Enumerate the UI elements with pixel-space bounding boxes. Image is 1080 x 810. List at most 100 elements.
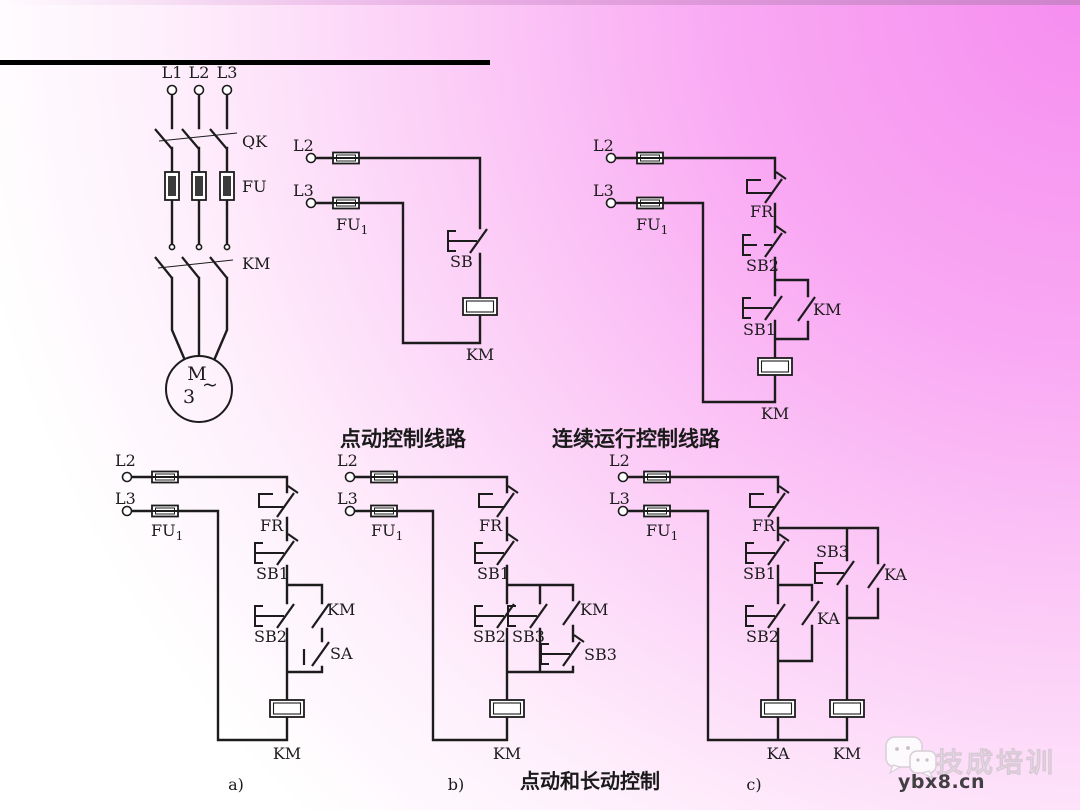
label-qk: QK	[242, 132, 268, 151]
wechat-icon	[885, 736, 937, 780]
label-sub-c: c)	[746, 775, 761, 794]
ka-relay-contact	[866, 562, 887, 590]
fuse-symbol	[370, 504, 398, 518]
watermark: 技成培训 ybx8.cn	[885, 736, 1053, 793]
label-sb1: SB1	[743, 564, 776, 583]
label-fu1: FU1	[646, 521, 678, 543]
label-l3: L3	[593, 181, 614, 200]
label-km-aux: KM	[580, 600, 608, 619]
km-contact-pivot	[168, 243, 176, 251]
qk-link-bar	[158, 132, 238, 142]
label-l2: L2	[189, 63, 210, 82]
motor-letter: M	[187, 363, 206, 385]
label-fu1: FU1	[636, 215, 668, 237]
label-sub-a: a)	[228, 775, 244, 794]
label-sb3-nc: SB3	[584, 645, 617, 664]
label-km-coil: KM	[466, 345, 494, 364]
label-l3: L3	[115, 489, 136, 508]
label-sb2: SB2	[473, 627, 506, 646]
fuse-symbol	[636, 151, 664, 165]
motor-symbol	[165, 355, 233, 423]
fuse-symbol	[219, 171, 235, 201]
km-contact-pivot	[223, 243, 231, 251]
top-edge-strip	[0, 0, 1080, 5]
terminal-l3	[221, 84, 233, 96]
label-sb2: SB2	[746, 627, 779, 646]
label-l2: L2	[115, 451, 136, 470]
fr-heater-element	[258, 493, 285, 508]
fr-heater-element	[749, 493, 776, 508]
label-l3: L3	[293, 181, 314, 200]
label-sb1: SB1	[477, 564, 510, 583]
label-sb1: SB1	[256, 564, 289, 583]
label-km-coil: KM	[273, 744, 301, 763]
fuse-symbol	[151, 470, 179, 484]
fr-heater-element	[746, 179, 773, 194]
terminal-l2	[344, 471, 356, 483]
km-coil	[757, 357, 793, 376]
circuit-b: L2 L3 FU1 FR SB1 SB2 SB3 KM SB3 KM b) 点动…	[337, 451, 660, 794]
label-sa: SA	[330, 644, 353, 663]
label-l2: L2	[337, 451, 358, 470]
label-km: KM	[242, 254, 270, 273]
label-km-coil: KM	[761, 404, 789, 423]
label-l2: L2	[609, 451, 630, 470]
label-l3: L3	[217, 63, 238, 82]
watermark-url: ybx8.cn	[898, 771, 985, 793]
label-fr: FR	[260, 516, 284, 535]
label-fr: FR	[750, 202, 774, 221]
label-sb2: SB2	[746, 256, 779, 275]
label-sb3: SB3	[816, 542, 849, 561]
km-link-bar	[157, 259, 234, 269]
sa-selector-contact	[310, 640, 331, 668]
label-l2: L2	[593, 136, 614, 155]
label-fu1: FU1	[151, 521, 183, 543]
label-km-aux: KM	[813, 300, 841, 319]
fr-heater-element	[478, 493, 505, 508]
label-l3: L3	[337, 489, 358, 508]
motor-tilde: ~	[202, 374, 218, 396]
label-sub-b: b)	[448, 775, 464, 794]
label-fu1: FU1	[336, 215, 368, 237]
km-coil	[462, 297, 498, 316]
km-contact-pivot	[195, 243, 203, 251]
terminal-l2	[121, 471, 133, 483]
jog-control-circuit: L2 L3 FU1 SB KM 点动控制线路	[293, 136, 498, 451]
fuse-symbol	[191, 171, 207, 201]
label-fu: FU	[242, 177, 267, 196]
km-coil	[269, 699, 305, 718]
circuit-a: L2 L3 FU1 FR SB1 SB2 KM SA KM a)	[115, 451, 355, 794]
continuous-run-circuit: L2 L3 FU1 FR SB2 SB1 KM KM 连续运行控制线路	[552, 136, 841, 451]
label-km-coil: KM	[833, 744, 861, 763]
label-sb: SB	[450, 252, 473, 271]
qk-blades	[154, 128, 228, 150]
wiring	[625, 475, 880, 742]
motor-phase-count: 3	[183, 386, 195, 408]
fuse-symbol	[636, 196, 664, 210]
caption-jog: 点动控制线路	[340, 427, 467, 451]
label-l2: L2	[293, 136, 314, 155]
caption-jog-and-hold: 点动和长动控制	[520, 769, 660, 793]
label-fr: FR	[752, 516, 776, 535]
fuse-symbol	[370, 470, 398, 484]
label-ka-coil: KA	[767, 744, 790, 763]
fuse-symbol	[643, 504, 671, 518]
fuse-symbol	[332, 151, 360, 165]
km-coil	[489, 699, 525, 718]
label-sb1: SB1	[743, 320, 776, 339]
label-sb2: SB2	[254, 627, 287, 646]
label-km-coil: KM	[493, 744, 521, 763]
terminal-l1	[166, 84, 178, 96]
top-rule	[0, 60, 490, 65]
fuse-symbol	[332, 196, 360, 210]
fuse-symbol	[151, 504, 179, 518]
fuse-symbol	[643, 470, 671, 484]
label-fu1: FU1	[371, 521, 403, 543]
km-seal-in-contact	[561, 599, 582, 627]
main-power-circuit: L1 L2 L3 QK FU KM M ~ 3	[154, 63, 270, 423]
terminal-l2	[617, 471, 629, 483]
wiring	[170, 92, 229, 360]
label-l3: L3	[609, 489, 630, 508]
